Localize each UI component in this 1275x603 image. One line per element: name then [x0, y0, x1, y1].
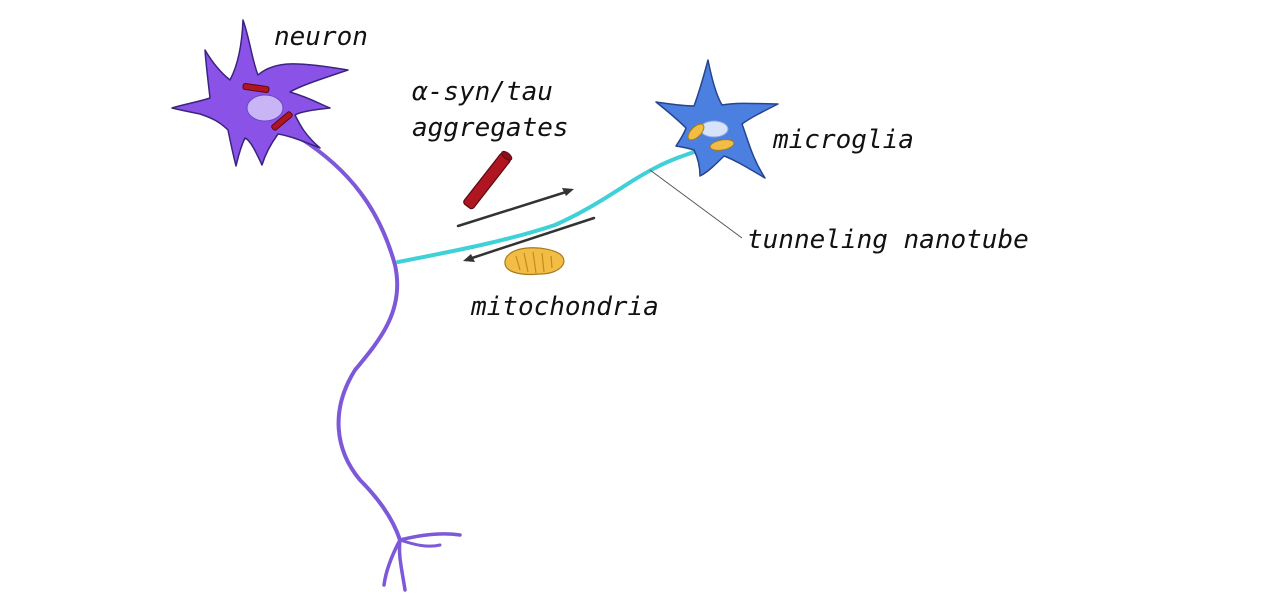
label-aggregates-line1: α-syn/tau [412, 77, 553, 107]
neuron-axon [300, 138, 400, 540]
aggregate-fibril-icon [463, 150, 514, 210]
label-microglia: microglia [772, 125, 914, 155]
axon-terminal-branch-1 [399, 540, 405, 590]
microglia-nucleus [700, 121, 728, 137]
label-mitochondria: mitochondria [470, 292, 659, 322]
nanotube-leader-line [650, 170, 742, 238]
neuron-nucleus [247, 95, 283, 121]
label-aggregates-line2: aggregates [412, 113, 569, 143]
tunneling-nanotube [398, 150, 700, 262]
axon-terminal-branch-2 [384, 540, 400, 585]
axon-terminal-branch-4 [400, 540, 440, 546]
label-tunneling-nanotube: tunneling nanotube [747, 225, 1029, 255]
label-neuron: neuron [274, 22, 368, 52]
axon-terminal-branch-3 [400, 534, 460, 540]
mitochondrion-icon [505, 248, 564, 275]
